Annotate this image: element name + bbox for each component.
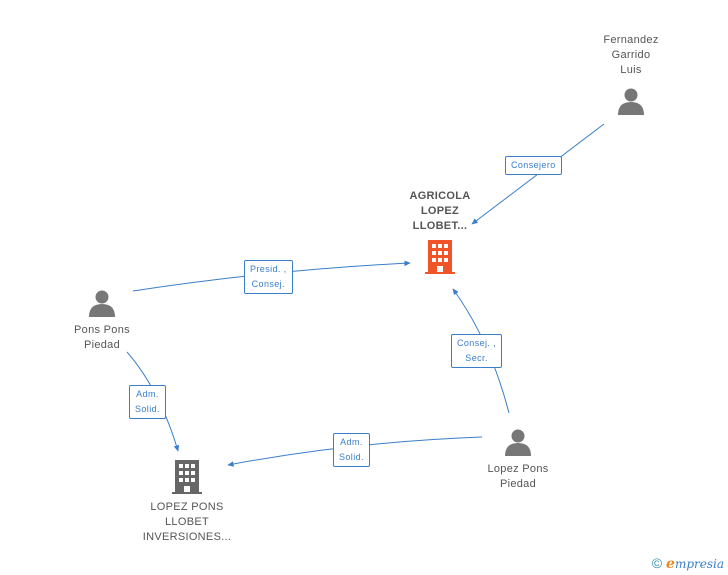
copyright-icon: © [651,555,663,571]
node-lopez-pons-piedad[interactable]: Lopez Pons Piedad [470,427,566,492]
brand-name: mpresia [674,557,724,571]
brand-e: e [666,556,675,572]
node-lopez-pons-llobet-inversiones[interactable]: LOPEZ PONS LLOBET INVERSIONES... [132,460,242,545]
building-icon [425,240,455,274]
empresia-logo[interactable]: ©empresia [652,555,724,572]
node-label: LOPEZ PONS LLOBET INVERSIONES... [142,501,232,543]
node-pons-pons-piedad[interactable]: Pons Pons Piedad [54,288,150,353]
node-label: Pons Pons Piedad [74,324,130,351]
person-icon [618,88,644,115]
node-label: Lopez Pons Piedad [487,463,549,490]
edge-label-consej-secr[interactable]: Consej. , Secr. [451,334,503,368]
edge-label-presid-consej[interactable]: Presid. , Consej. [244,260,293,294]
node-agricola-lopez-llobet[interactable]: AGRICOLA LOPEZ LLOBET... [392,189,488,274]
building-icon [172,460,202,494]
edge-label-consejero[interactable]: Consejero [505,156,562,175]
person-icon [505,429,531,456]
edge-label-adm-solid-pons[interactable]: Adm. Solid. [129,385,166,419]
node-label: AGRICOLA LOPEZ LLOBET... [409,190,471,232]
node-label: Fernandez Garrido Luis [603,34,659,76]
edge-label-adm-solid-lopez[interactable]: Adm. Solid. [333,433,370,467]
person-icon [89,290,115,317]
node-fernandez-garrido-luis[interactable]: Fernandez Garrido Luis [584,33,678,116]
